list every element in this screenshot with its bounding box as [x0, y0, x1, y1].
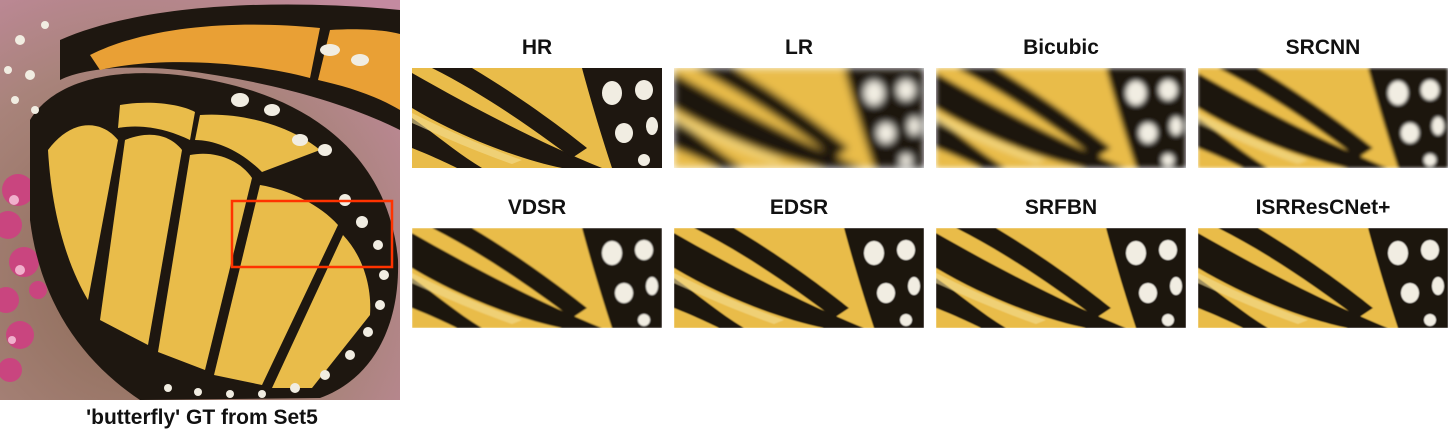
crop-image-vdsr	[412, 228, 662, 328]
crop-image-bicubic	[936, 68, 1186, 168]
crop-label-isrrescnet: ISRResCNet+	[1255, 196, 1391, 219]
crop-image-srcnn	[1198, 68, 1448, 168]
crop-image-isrrescnet	[1198, 228, 1448, 328]
crop-svg-hr	[412, 68, 662, 168]
crop-svg-edsr	[674, 228, 924, 328]
crop-svg-srfbn	[936, 228, 1186, 328]
butterfly-image	[0, 0, 400, 400]
crop-svg-lr	[674, 68, 924, 168]
crop-label-edsr: EDSR	[769, 196, 829, 219]
crop-label-srfbn: SRFBN	[1024, 196, 1098, 219]
crop-svg-isrrescnet	[1198, 228, 1448, 328]
ground-truth-image	[0, 0, 400, 400]
crop-label-bicubic: Bicubic	[1023, 36, 1099, 59]
crop-label-hr: HR	[521, 36, 553, 59]
crop-label-vdsr: VDSR	[507, 196, 567, 219]
crop-image-srfbn	[936, 228, 1186, 328]
crop-svg-bicubic	[936, 68, 1186, 168]
crop-label-lr: LR	[785, 36, 813, 59]
crop-label-srcnn: SRCNN	[1285, 36, 1361, 59]
main-caption: 'butterfly' GT from Set5	[86, 406, 318, 429]
crop-image-edsr	[674, 228, 924, 328]
crop-image-hr	[412, 68, 662, 168]
crop-image-lr	[674, 68, 924, 168]
crop-svg-srcnn	[1198, 68, 1448, 168]
crop-svg-vdsr	[412, 228, 662, 328]
crop-region-box	[230, 199, 394, 269]
